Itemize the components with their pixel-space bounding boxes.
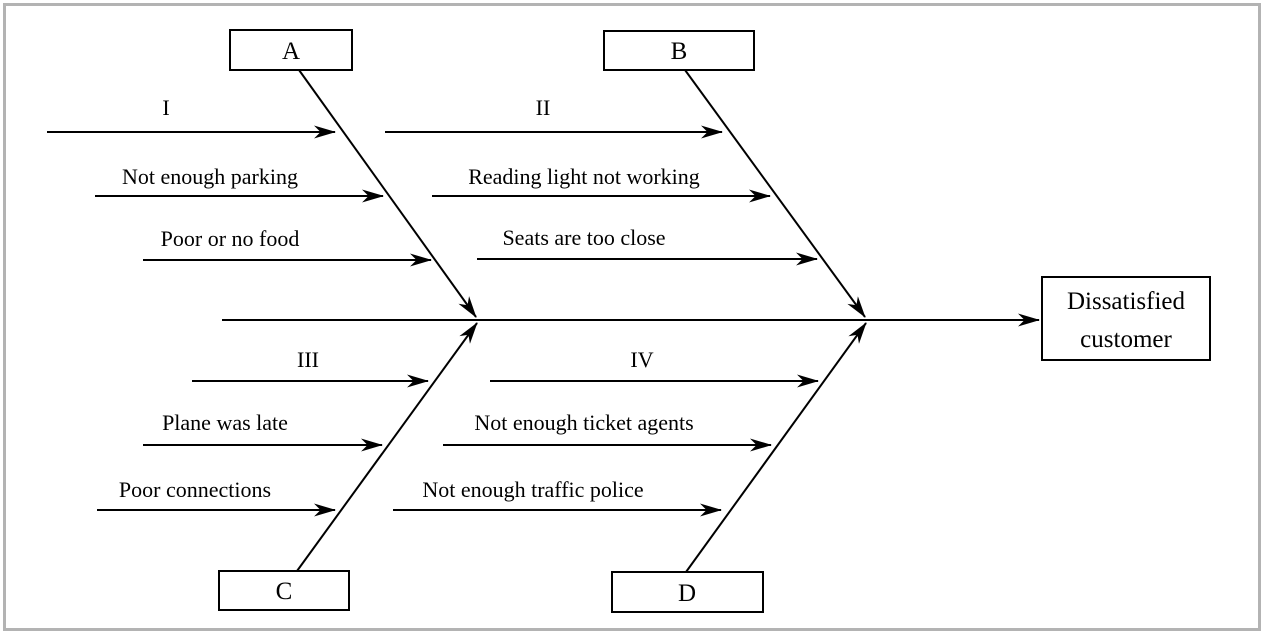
effect-label-line1: Dissatisfied (1067, 288, 1186, 315)
bone-a (298, 69, 477, 318)
cause-label-a-3: Poor or no food (161, 226, 300, 251)
effect-box (1041, 276, 1211, 361)
bone-d (685, 322, 867, 573)
cause-label-c-3: Poor connections (119, 477, 271, 502)
category-box-d (611, 571, 764, 613)
cause-label-a-1: I (162, 95, 169, 120)
category-box-b (603, 30, 755, 71)
category-label-c: C (276, 578, 293, 605)
cause-label-d-2: Not enough ticket agents (474, 410, 693, 435)
cause-label-d-3: Not enough traffic police (422, 477, 643, 502)
cause-label-d-1: IV (630, 347, 653, 372)
cause-label-b-3: Seats are too close (502, 225, 665, 250)
category-label-a: A (282, 38, 300, 65)
bone-b (684, 69, 866, 318)
category-box-a (229, 29, 353, 71)
category-label-d: D (678, 580, 696, 607)
cause-label-c-1: III (297, 347, 319, 372)
cause-label-b-2: Reading light not working (468, 164, 700, 189)
category-box-c (218, 570, 350, 611)
effect-label-line2: customer (1080, 326, 1172, 353)
cause-label-b-1: II (536, 95, 551, 120)
cause-label-c-2: Plane was late (162, 410, 288, 435)
cause-label-a-2: Not enough parking (122, 164, 298, 189)
category-label-b: B (671, 38, 688, 65)
bone-c (296, 322, 478, 572)
